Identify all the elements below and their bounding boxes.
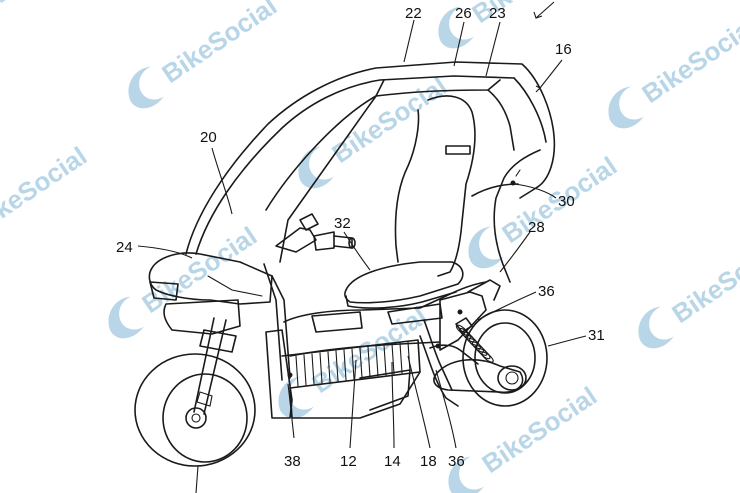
bikesocial-logo-icon xyxy=(128,66,164,109)
leader-lines xyxy=(137,1,587,493)
bikesocial-watermark-text: BikeSocial xyxy=(156,0,282,89)
seat xyxy=(344,95,476,309)
ref-12: 12 xyxy=(340,453,357,470)
battery-cell-line xyxy=(335,350,339,382)
bikesocial-logo-icon xyxy=(108,296,144,339)
ref-23: 23 xyxy=(489,5,506,22)
battery-cell-line xyxy=(407,341,411,373)
battery-cell-line xyxy=(383,344,387,376)
canopy-roof xyxy=(185,61,556,283)
front-wheel xyxy=(134,353,256,467)
battery-cell-line xyxy=(319,352,323,384)
bikesocial-watermark: BikeSocial xyxy=(638,231,740,349)
battery-cell-line xyxy=(343,349,347,381)
bikesocial-watermark-text: BikeSocial xyxy=(0,141,92,239)
bikesocial-logo-icon xyxy=(448,456,484,493)
battery-cell-line xyxy=(375,345,379,377)
rear-wheel xyxy=(433,309,548,407)
battery-cell-line xyxy=(351,348,355,380)
ref-24: 24 xyxy=(116,239,133,256)
battery-cells xyxy=(295,341,411,387)
bikesocial-logo-icon xyxy=(438,6,474,49)
bikesocial-watermark: BikeSocial xyxy=(468,151,622,269)
handlebar xyxy=(275,213,356,253)
ref-30: 30 xyxy=(558,193,575,210)
nose-fairing xyxy=(148,252,273,335)
ref-20: 20 xyxy=(200,129,217,146)
bikesocial-watermark-text: BikeSocial xyxy=(666,231,740,329)
battery-cell-line xyxy=(327,351,331,383)
bikesocial-watermark-text: BikeSocial xyxy=(326,71,452,169)
ref-26: 26 xyxy=(455,5,472,22)
bikesocial-logo-icon xyxy=(278,376,314,419)
bikesocial-logo-icon xyxy=(468,226,504,269)
ref-31: 31 xyxy=(588,327,605,344)
battery-cell-line xyxy=(399,342,403,374)
bikesocial-logo-icon xyxy=(638,306,674,349)
bikesocial-watermark-text: BikeSocial xyxy=(466,0,592,29)
bikesocial-watermark: BikeSocial xyxy=(298,71,452,189)
ref-14: 14 xyxy=(384,453,401,470)
rear-suspension xyxy=(287,279,501,407)
ref-36-upper: 36 xyxy=(538,283,555,300)
battery-cell-line xyxy=(295,355,299,387)
ref-16: 16 xyxy=(555,41,572,58)
ref-32: 32 xyxy=(334,215,351,232)
ref-22: 22 xyxy=(405,5,422,22)
bikesocial-watermark: BikeSocial xyxy=(448,381,602,493)
coil-spring xyxy=(455,324,494,363)
bikesocial-logo-icon xyxy=(298,146,334,189)
bikesocial-watermark-text: BikeSocial xyxy=(0,0,112,9)
spring-coil xyxy=(481,351,494,363)
bikesocial-logo-icon xyxy=(608,86,644,129)
bikesocial-watermark: BikeSocial xyxy=(0,0,112,9)
ref-18: 18 xyxy=(420,453,437,470)
bikesocial-watermark: BikeSocial xyxy=(608,11,740,129)
battery-cell-line xyxy=(359,347,363,379)
battery-cell-line xyxy=(303,354,307,386)
bikesocial-watermark: BikeSocial xyxy=(0,141,92,239)
battery-cell-line xyxy=(367,346,371,378)
battery-cell-line xyxy=(391,343,395,375)
bikesocial-watermark: BikeSocial xyxy=(128,0,282,109)
ref-38: 38 xyxy=(284,453,301,470)
reference-numerals: 22 26 23 16 20 30 28 32 24 36 31 38 12 1… xyxy=(116,5,605,470)
bikesocial-watermark-text: BikeSocial xyxy=(476,381,602,479)
battery-cell-line xyxy=(311,353,315,385)
bikesocial-watermark-text: BikeSocial xyxy=(636,11,740,109)
ref-36-lower: 36 xyxy=(448,453,465,470)
ref-28: 28 xyxy=(528,219,545,236)
